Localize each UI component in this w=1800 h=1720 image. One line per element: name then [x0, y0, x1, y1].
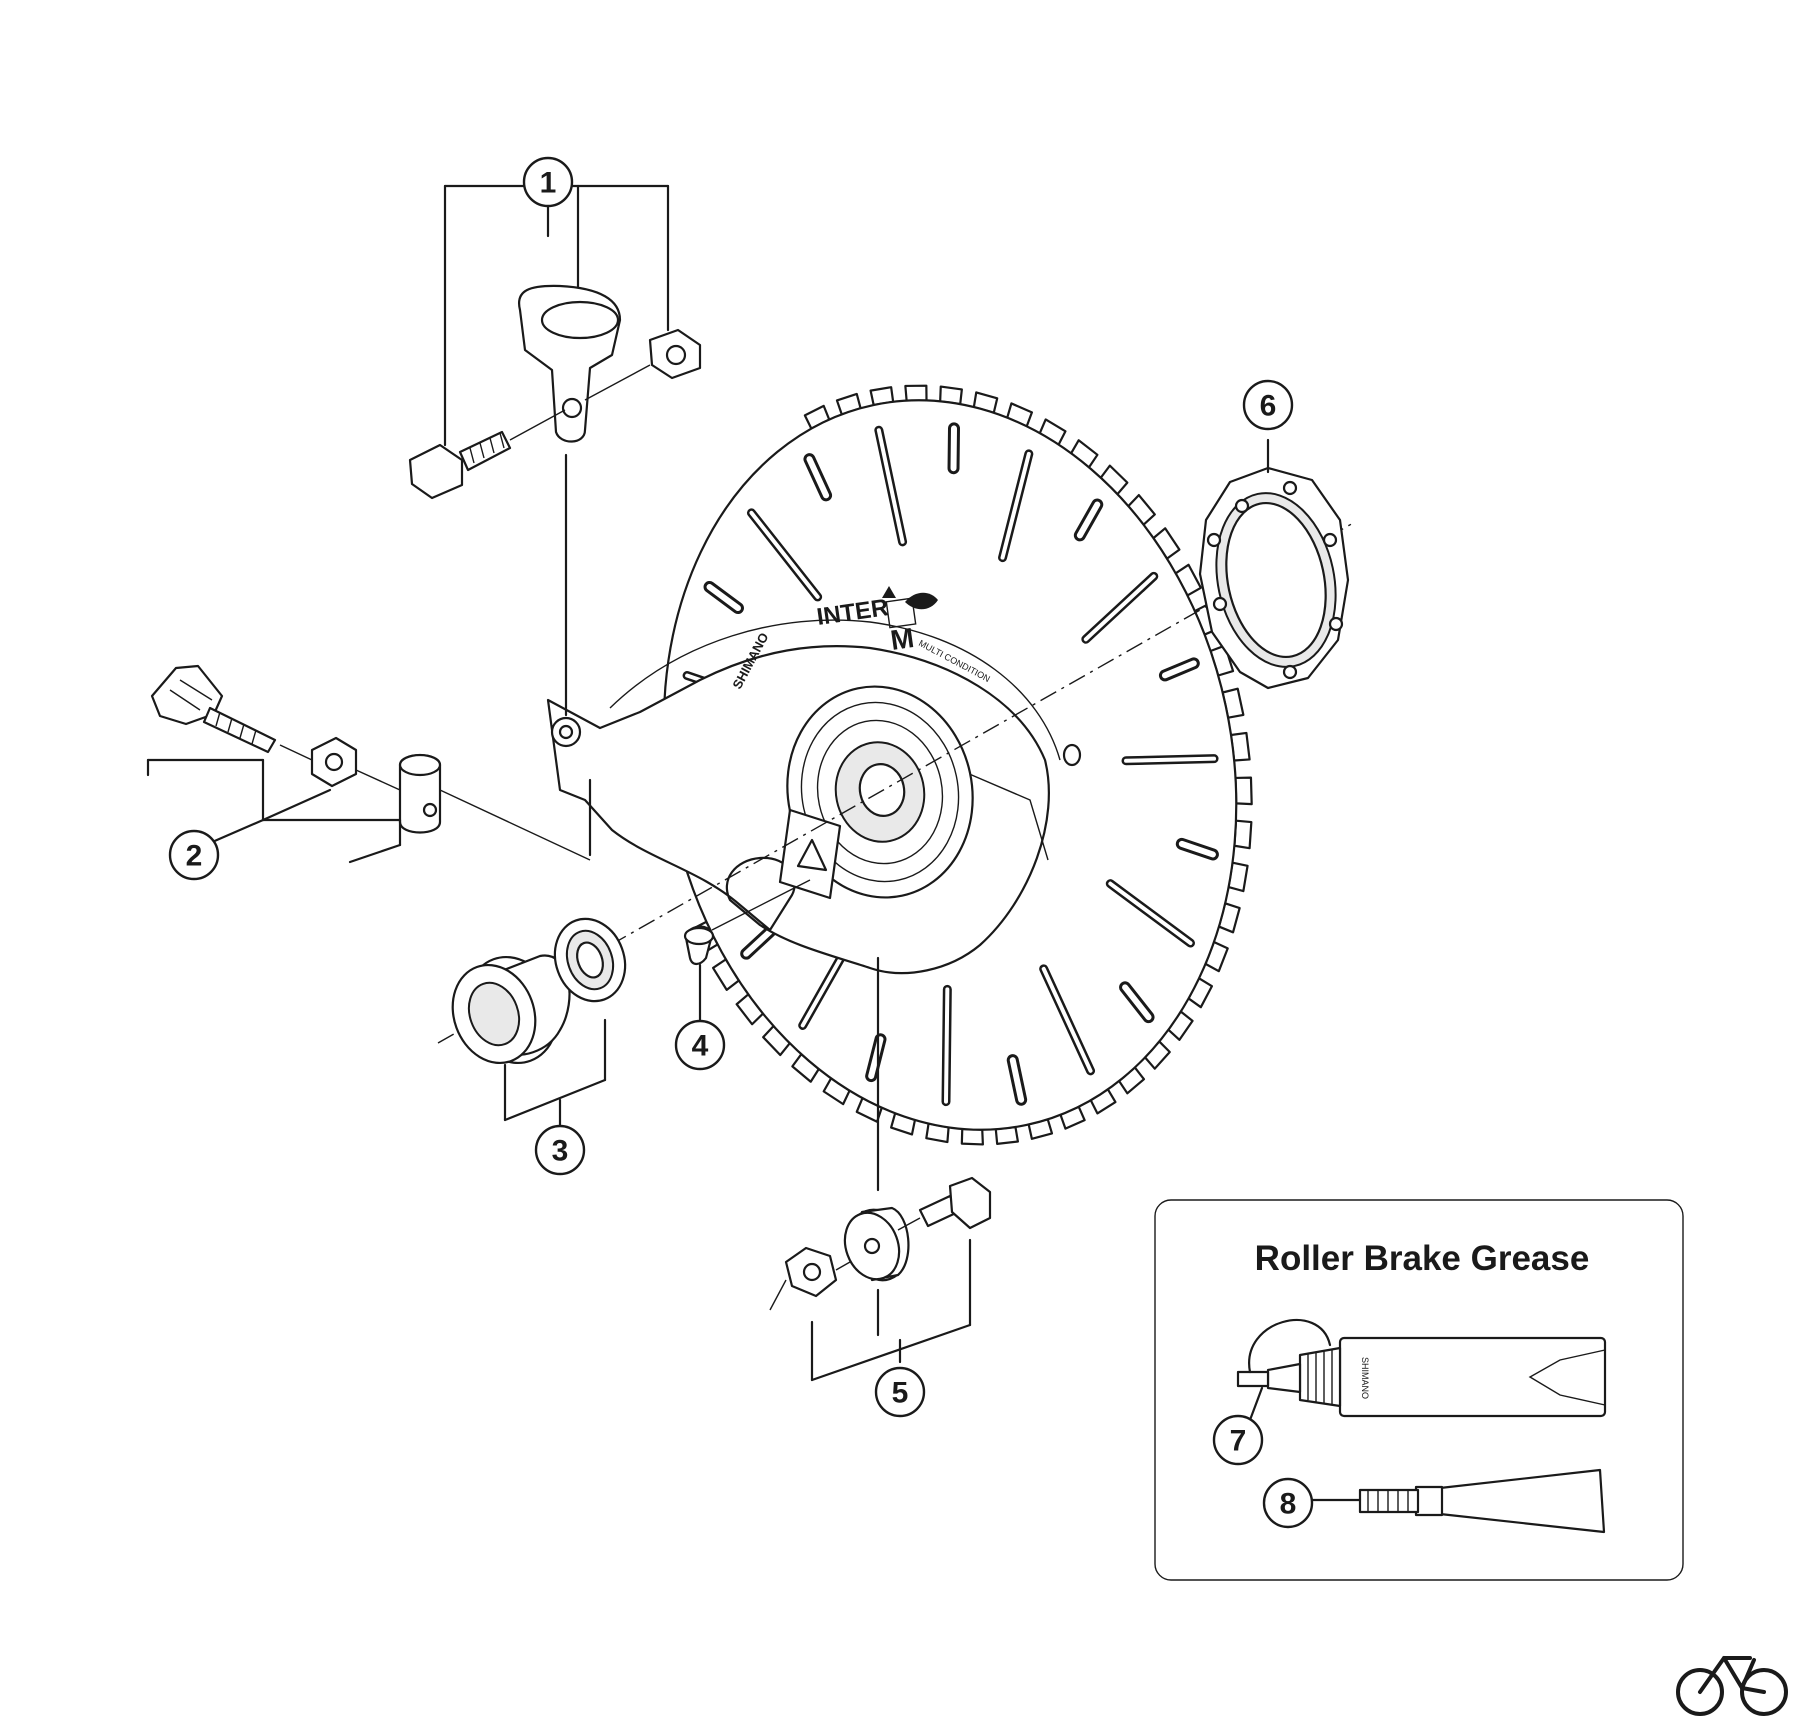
callout-3: 3 — [534, 1124, 586, 1176]
warning-sticker — [778, 808, 842, 900]
fin-slot-highlight — [749, 510, 820, 599]
fin-slot-highlight — [1124, 756, 1217, 763]
fin-slot-highlight — [806, 456, 830, 499]
grease-box-title: Roller Brake Grease — [1255, 1239, 1590, 1278]
part-7-grease-bottle: SHIMANO — [1236, 1319, 1607, 1422]
fin-slot-highlight — [1161, 660, 1197, 679]
arm-ridge-line — [959, 769, 1049, 861]
svg-text:1: 1 — [540, 167, 557, 200]
part-6-seal-ring — [1198, 438, 1350, 690]
drum-badge-frame — [885, 597, 917, 629]
drum-hole — [1062, 743, 1082, 767]
callout-7: 7 — [1212, 1414, 1264, 1466]
svg-text:5: 5 — [892, 1377, 909, 1410]
part-2-cable-adjuster — [146, 664, 592, 864]
fin-slot-highlight — [1083, 574, 1156, 642]
svg-text:3: 3 — [552, 1135, 569, 1168]
callout-6: 6 — [1242, 379, 1294, 431]
fin-slot-highlight — [1122, 984, 1152, 1021]
svg-text:4: 4 — [692, 1030, 709, 1063]
fin-slot-highlight — [1076, 501, 1101, 539]
fin-slot-highlight — [1041, 966, 1093, 1073]
callout-4: 4 — [674, 1019, 726, 1071]
part-1-clamp-band — [408, 184, 702, 717]
fin-slot-highlight — [1178, 840, 1216, 858]
fin-slot-highlight — [944, 987, 950, 1104]
callout-5: 5 — [874, 1366, 926, 1418]
svg-text:8: 8 — [1280, 1488, 1297, 1521]
drum-badge-text: M — [889, 622, 916, 656]
svg-text:6: 6 — [1260, 390, 1277, 423]
callout-8: 8 — [1262, 1477, 1314, 1529]
grease-box: Roller Brake Grease SHIMANO — [1154, 1199, 1684, 1581]
fin-slot-highlight — [1108, 881, 1193, 946]
fin-slot-highlight — [1009, 1057, 1025, 1103]
grease-box-frame — [1154, 1199, 1684, 1581]
fin-slot-highlight — [876, 428, 905, 544]
tube-text: SHIMANO — [1360, 1357, 1370, 1399]
arm-ridge-line — [609, 619, 1061, 761]
fin-tooth — [904, 384, 928, 402]
callout-1: 1 — [522, 156, 574, 208]
fin-slot-highlight — [706, 583, 741, 612]
part-5-fixing-bolt-set — [769, 956, 992, 1382]
part-4-grease-cap — [683, 879, 811, 1022]
bicycle-icon — [1676, 1656, 1788, 1716]
fin-tooth — [1233, 819, 1253, 850]
drum-logo-mark — [882, 586, 896, 598]
part-8-grease-tube — [1308, 1468, 1606, 1534]
fin-slot-highlight — [1000, 451, 1031, 560]
arm-mount-hole — [558, 724, 574, 740]
fin-tooth — [960, 1127, 984, 1146]
svg-text:2: 2 — [186, 840, 203, 873]
fin-slot-highlight — [743, 928, 774, 957]
drum-logo-mark — [905, 592, 938, 610]
fin-tooth — [1234, 776, 1253, 806]
callout-2: 2 — [168, 829, 220, 881]
brake-drum: INTER M MULTI CONDITION SHIMANO — [546, 384, 1253, 1146]
svg-text:7: 7 — [1230, 1425, 1247, 1458]
part-3-hub-seal — [451, 917, 627, 1142]
